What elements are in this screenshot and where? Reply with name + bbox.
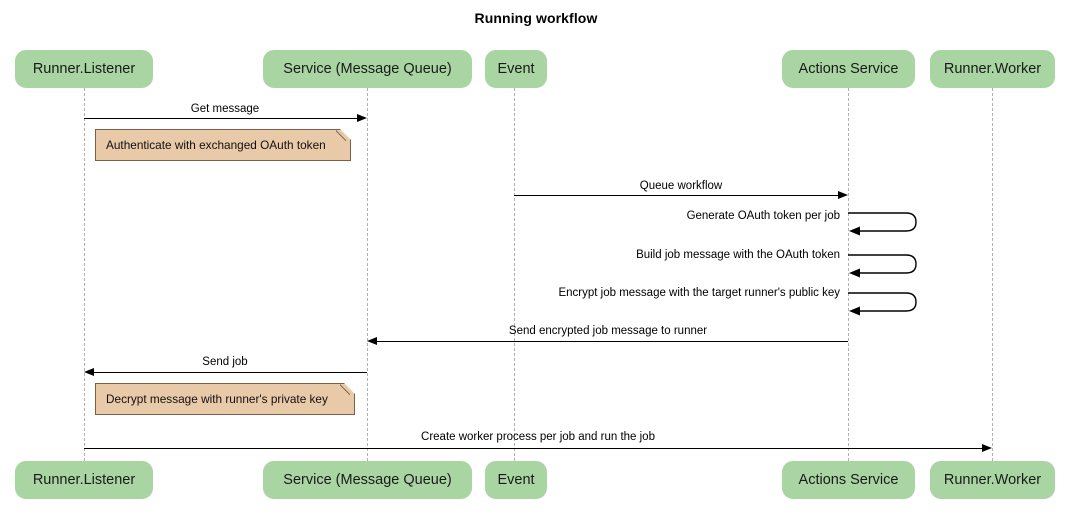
message-line-send-encrypted-job-message-to-runner xyxy=(377,341,848,342)
arrow-head-queue-workflow xyxy=(838,190,848,199)
page-title: Running workflow xyxy=(474,10,598,26)
participant-actions-service-bottom[interactable]: Actions Service xyxy=(782,461,915,499)
lifeline-event xyxy=(514,88,515,461)
message-label-generate-oauth-token-per-job: Generate OAuth token per job xyxy=(686,210,840,222)
arrow-head-create-worker-process-per-job-and-run-the-job xyxy=(982,443,992,452)
message-label-send-encrypted-job-message-to-runner: Send encrypted job message to runner xyxy=(508,325,708,337)
note-decrypt-message-with-runners-private-key: Decrypt message with runner's private ke… xyxy=(95,383,355,415)
participant-service-message-queue-bottom[interactable]: Service (Message Queue) xyxy=(263,461,472,499)
participant-runner-listener-top[interactable]: Runner.Listener xyxy=(15,50,153,88)
message-label-encrypt-job-message-with-the-target-runners-public-key: Encrypt job message with the target runn… xyxy=(558,287,840,299)
participant-service-message-queue-top[interactable]: Service (Message Queue) xyxy=(263,50,472,88)
message-line-create-worker-process-per-job-and-run-the-job xyxy=(84,448,982,449)
message-label-build-job-message-with-the-oauth-token: Build job message with the OAuth token xyxy=(636,249,840,261)
participant-runner-worker-top[interactable]: Runner.Worker xyxy=(930,50,1055,88)
note-authenticate-with-exchanged-oauth-token: Authenticate with exchanged OAuth token xyxy=(95,129,351,161)
message-line-send-job xyxy=(94,372,367,373)
note-text: Authenticate with exchanged OAuth token xyxy=(106,138,326,152)
participant-actions-service-top[interactable]: Actions Service xyxy=(782,50,915,88)
message-label-get-message: Get message xyxy=(190,103,260,115)
note-fold-line-icon xyxy=(340,383,355,398)
note-fold-line-icon xyxy=(336,129,351,144)
self-loop-encrypt-job-message-with-the-target-runners-public-key xyxy=(848,292,917,316)
arrow-head-send-encrypted-job-message-to-runner xyxy=(367,336,377,345)
arrow-head-get-message xyxy=(357,113,367,122)
participant-runner-listener-bottom[interactable]: Runner.Listener xyxy=(15,461,153,499)
self-loop-build-job-message-with-the-oauth-token xyxy=(848,254,917,278)
arrow-head-send-job xyxy=(84,367,94,376)
note-text: Decrypt message with runner's private ke… xyxy=(106,392,328,406)
message-label-send-job: Send job xyxy=(202,356,248,368)
lifeline-runner-worker xyxy=(992,88,993,461)
message-label-queue-workflow: Queue workflow xyxy=(639,180,723,192)
participant-event-top[interactable]: Event xyxy=(485,50,547,88)
message-label-create-worker-process-per-job-and-run-the-job: Create worker process per job and run th… xyxy=(421,431,655,443)
participant-runner-worker-bottom[interactable]: Runner.Worker xyxy=(930,461,1055,499)
participant-event-bottom[interactable]: Event xyxy=(485,461,547,499)
message-line-get-message xyxy=(84,118,357,119)
self-loop-generate-oauth-token-per-job xyxy=(848,212,917,236)
lifeline-service-message-queue xyxy=(367,88,368,461)
lifeline-runner-listener xyxy=(84,88,85,461)
message-line-queue-workflow xyxy=(514,195,838,196)
lifeline-actions-service xyxy=(848,88,849,461)
